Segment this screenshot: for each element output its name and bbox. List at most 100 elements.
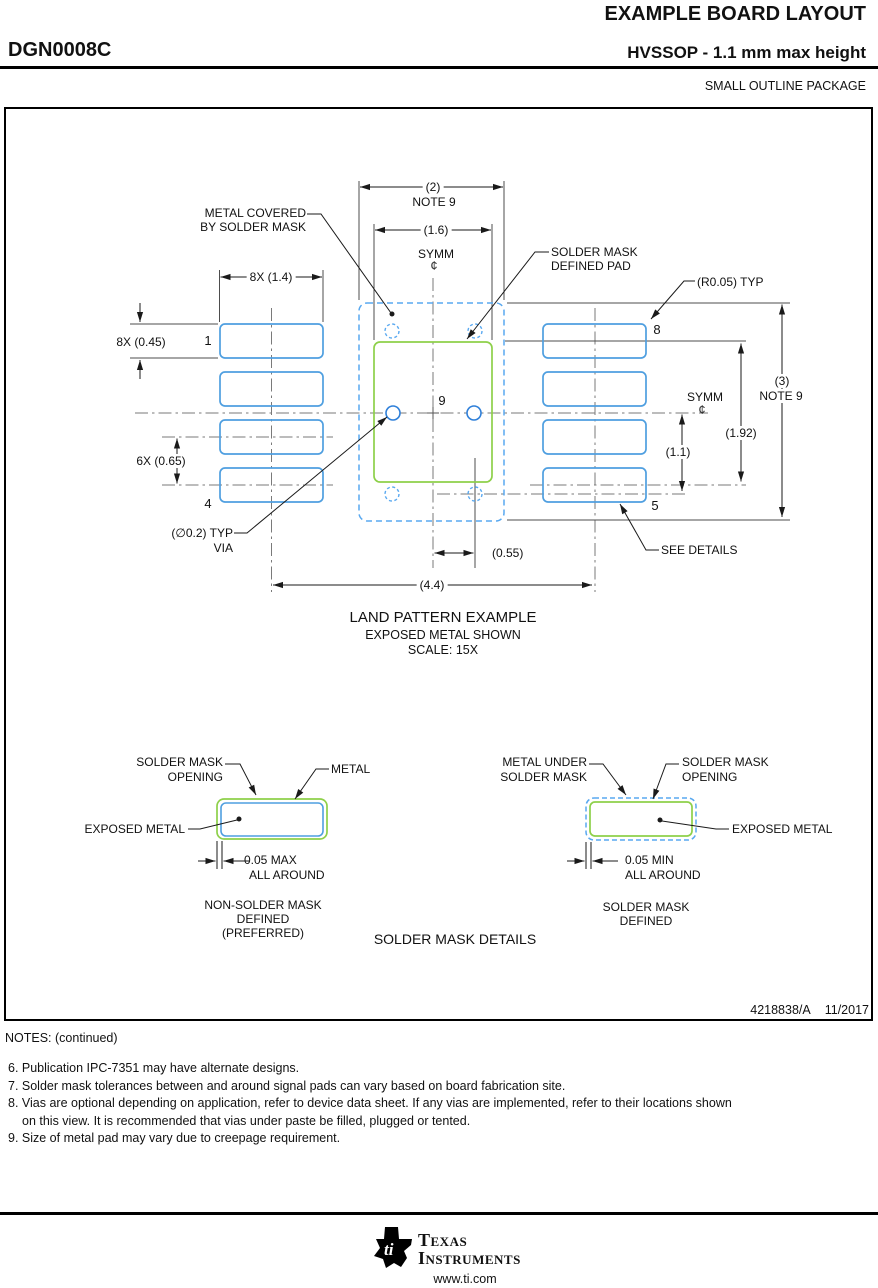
- dim-3: (3): [771, 374, 793, 388]
- pad-4: [219, 467, 324, 503]
- pin-9-label: 9: [438, 393, 446, 408]
- metal-covered-label-2: BY SOLDER MASK: [200, 220, 306, 234]
- pad-2: [219, 371, 324, 407]
- smd-metal-under-label-1: METAL UNDER: [502, 755, 587, 769]
- ti-url: www.ti.com: [433, 1272, 497, 1286]
- vias: [384, 323, 483, 502]
- note-6: 6. Publication IPC-7351 may have alterna…: [8, 1061, 300, 1075]
- extension-lines: [130, 181, 790, 568]
- centerline-symbol-top: ¢: [430, 258, 438, 273]
- pad-7: [542, 371, 647, 407]
- nsmd-opening-label-2: OPENING: [167, 770, 223, 784]
- land-pattern-title: LAND PATTERN EXAMPLE: [349, 609, 537, 626]
- nsmd-caption-3: (PREFERRED): [221, 926, 305, 940]
- solder-mask-outline: [358, 302, 505, 522]
- smd-caption-2: DEFINED: [619, 914, 673, 928]
- pin-4-label: 4: [204, 496, 212, 511]
- leader-r005: [650, 280, 695, 320]
- pad-8: [542, 323, 647, 359]
- leader-lines: [234, 213, 695, 551]
- smd-dim-label-2: ALL AROUND: [625, 868, 701, 882]
- pin-5-label: 5: [651, 498, 659, 513]
- nsmd-caption-1: NON-SOLDER MASK: [204, 898, 322, 912]
- dim-8x-1-4: 8X (1.4): [246, 270, 296, 284]
- see-details-label: SEE DETAILS: [661, 543, 738, 557]
- land-pattern-subtitle: EXPOSED METAL SHOWN: [365, 628, 521, 642]
- smd-mask-opening: [589, 801, 693, 837]
- nsmd-mask-opening: [216, 798, 328, 840]
- smd-metal-under-label-2: SOLDER MASK: [500, 770, 587, 784]
- part-number: DGN0008C: [8, 39, 112, 61]
- via-solid-right: [466, 405, 482, 421]
- smd-opening-label-2: OPENING: [682, 770, 738, 784]
- smd-metal-under-mask: [585, 797, 697, 841]
- dim-1-92: (1.92): [722, 426, 760, 440]
- via-solid-left: [385, 405, 401, 421]
- smd-dim-label: 0.05 MIN: [625, 853, 674, 867]
- dim-8x-0-45: 8X (0.45): [113, 335, 169, 349]
- dim-0-55: (0.55): [492, 546, 524, 560]
- note-8-line-1: 8. Vias are optional depending on applic…: [8, 1096, 732, 1110]
- via-dashed-bottom-right: [467, 486, 483, 502]
- nsmd-exposed-metal-label: EXPOSED METAL: [84, 822, 185, 836]
- nsmd-caption-2: DEFINED: [236, 912, 290, 926]
- svg-text:ti: ti: [384, 1240, 394, 1259]
- smd-caption-1: SOLDER MASK: [602, 900, 690, 914]
- symm-label-top: SYMM: [418, 247, 454, 261]
- pad-6: [542, 419, 647, 455]
- footer-rule: [0, 1212, 878, 1215]
- package-subtitle: HVSSOP - 1.1 mm max height: [627, 43, 866, 62]
- notes-heading: NOTES: (continued): [5, 1031, 118, 1045]
- note-9: 9. Size of metal pad may vary due to cre…: [8, 1131, 341, 1145]
- dim-3-note: NOTE 9: [756, 389, 806, 403]
- dimension-lines: [136, 183, 786, 589]
- nsmd-dim-label: 0.05 MAX: [244, 853, 297, 867]
- nsmd-metal-label: METAL: [331, 762, 371, 776]
- dim-via-label-1: (∅0.2) TYP: [171, 526, 233, 540]
- brand-texas: Texas: [418, 1230, 468, 1250]
- pad-3: [219, 419, 324, 455]
- symm-label-right: SYMM: [687, 390, 723, 404]
- signal-pads: [219, 323, 647, 503]
- smd-opening-label-1: SOLDER MASK: [682, 755, 769, 769]
- page-title: EXAMPLE BOARD LAYOUT: [604, 3, 866, 25]
- header-rule: [0, 66, 878, 69]
- leader-via: [234, 416, 388, 534]
- pad-5: [542, 467, 647, 503]
- leader-dot-metal-covered: [389, 311, 395, 317]
- center-cross: [427, 407, 439, 419]
- smd-exposed-metal-label: EXPOSED METAL: [732, 822, 833, 836]
- dim-via-label-2: VIA: [213, 541, 233, 555]
- note-8-line-2: on this view. It is recommended that via…: [22, 1113, 471, 1128]
- via-dashed-top-left: [384, 323, 400, 339]
- drawing-border: [4, 107, 873, 1021]
- land-pattern-scale: SCALE: 15X: [407, 643, 479, 657]
- dim-2: (2): [422, 180, 444, 194]
- note-7: 7. Solder mask tolerances between and ar…: [8, 1078, 566, 1093]
- dim-4-4: (4.4): [416, 578, 448, 592]
- dim-r005: (R0.05) TYP: [697, 275, 764, 289]
- centerline-symbol-right: ¢: [698, 402, 706, 417]
- solder-mask-defined-pad-label-2: DEFINED PAD: [551, 259, 631, 273]
- metal-covered-label-1: METAL COVERED: [204, 206, 306, 220]
- detail-nsmd: [188, 763, 329, 869]
- package-type: SMALL OUTLINE PACKAGE: [704, 79, 866, 93]
- detail-smd: [567, 763, 729, 869]
- via-dashed-bottom-left: [384, 486, 400, 502]
- leader-solder-mask-defined-pad: [466, 251, 549, 340]
- leader-metal-covered: [307, 213, 392, 314]
- exposed-thermal-pad: [373, 341, 493, 483]
- pin-1-label: 1: [204, 333, 212, 348]
- nsmd-metal: [220, 802, 324, 837]
- dim-1-6: (1.6): [420, 223, 452, 237]
- ti-logo-icon: ti: [374, 1227, 412, 1268]
- pin-8-label: 8: [653, 322, 661, 337]
- dim-6x-0-65: 6X (0.65): [133, 454, 189, 468]
- nsmd-dim-label-2: ALL AROUND: [249, 868, 325, 882]
- doc-date: 11/2017: [824, 1003, 869, 1017]
- brand-instruments: Instruments: [418, 1248, 521, 1268]
- leader-see-details: [619, 503, 659, 551]
